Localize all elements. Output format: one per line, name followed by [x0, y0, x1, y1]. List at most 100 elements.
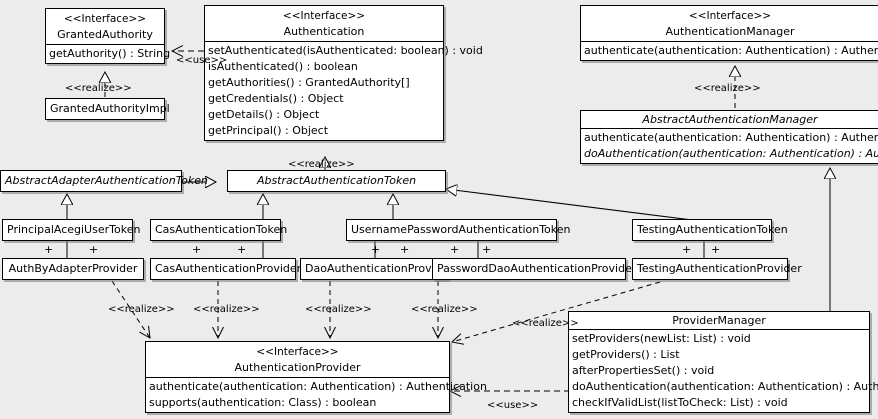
operation-row: authenticate(authentication: Authenticat…: [584, 131, 878, 144]
class-authentication[interactable]: <<Interface>> Authentication setAuthenti…: [204, 5, 483, 141]
stereotype-label: <<Interface>>: [63, 13, 147, 25]
operation-row: authenticate(authentication: Authenticat…: [149, 380, 487, 393]
label-realize-authbyadapterprovider: <<realize>>: [108, 304, 175, 315]
class-authentication-manager[interactable]: <<Interface>> AuthenticationManager auth…: [580, 5, 878, 61]
assoc-plus-marker: +: [450, 243, 460, 256]
class-header: CasAuthenticationProvider: [151, 259, 302, 279]
class-header: CasAuthenticationToken: [151, 220, 288, 240]
class-name-label: UsernamePasswordAuthenticationToken: [351, 223, 571, 236]
operation-row: afterPropertiesSet() : void: [572, 364, 715, 377]
operation-row: setAuthenticated(isAuthenticated: boolea…: [208, 44, 483, 57]
class-name-label: AbstractAuthenticationToken: [256, 174, 417, 187]
class-header: TestingAuthenticationProvider: [633, 259, 802, 279]
stereotype-label: <<Interface>>: [688, 10, 772, 22]
class-auth-by-adapter-provider[interactable]: AuthByAdapterProvider: [2, 258, 144, 280]
assoc-plus-marker: +: [400, 243, 410, 256]
class-header: UsernamePasswordAuthenticationToken: [347, 220, 571, 240]
class-granted-authority[interactable]: <<Interface>> GrantedAuthority getAuthor…: [45, 8, 170, 64]
class-name-label: DaoAuthenticationProvider: [305, 262, 453, 275]
class-name-label: PrincipalAcegiUserToken: [7, 223, 141, 236]
assoc-plus-marker: +: [237, 243, 247, 256]
class-name-label: AuthByAdapterProvider: [8, 262, 138, 275]
class-cas-authentication-token[interactable]: CasAuthenticationToken: [150, 219, 288, 241]
assoc-plus-marker: +: [371, 243, 381, 256]
label-realize-abstractauthenticationtoken: <<realize>>: [288, 159, 355, 170]
class-name-label: TestingAuthenticationProvider: [637, 262, 802, 275]
class-cas-authentication-provider[interactable]: CasAuthenticationProvider: [150, 258, 302, 280]
class-name-label: CasAuthenticationProvider: [155, 262, 302, 275]
operation-row: supports(authentication: Class) : boolea…: [149, 396, 377, 409]
class-password-dao-authentication-provider[interactable]: PasswordDaoAuthenticationProvider: [432, 258, 637, 280]
class-granted-authority-impl[interactable]: GrantedAuthorityImpl: [45, 98, 170, 120]
class-header: AbstractAuthenticationManager: [581, 111, 878, 128]
class-header: <<Interface>> AuthenticationProvider: [146, 342, 449, 377]
operations-compartment: setProviders(newList: List) : void getPr…: [569, 329, 878, 412]
operation-row: getAuthorities() : GrantedAuthority[]: [208, 76, 410, 89]
operation-row: getProviders() : List: [572, 348, 680, 361]
class-testing-authentication-token[interactable]: TestingAuthenticationToken: [632, 219, 788, 241]
class-header: PasswordDaoAuthenticationProvider: [433, 259, 637, 279]
operations-compartment: authenticate(authentication: Authenticat…: [581, 128, 878, 163]
operation-row: authenticate(authentication: Authenticat…: [584, 44, 878, 57]
operation-row: doAuthentication(authentication: Authent…: [584, 147, 878, 160]
operations-compartment: setAuthenticated(isAuthenticated: boolea…: [205, 41, 483, 140]
class-dao-authentication-provider[interactable]: DaoAuthenticationProvider: [300, 258, 453, 280]
class-principal-acegi-user-token[interactable]: PrincipalAcegiUserToken: [2, 219, 141, 241]
class-name-label: GrantedAuthority: [57, 28, 153, 41]
label-realize-grantedauthorityimpl: <<realize>>: [65, 83, 132, 94]
label-realize-daoauthenticationprovider: <<realize>>: [305, 304, 372, 315]
class-abstract-adapter-authentication-token[interactable]: AbstractAdapterAuthenticationToken: [0, 170, 208, 192]
class-header: AbstractAuthenticationToken: [228, 171, 445, 191]
operations-compartment: authenticate(authentication: Authenticat…: [581, 41, 878, 60]
class-header: TestingAuthenticationToken: [633, 220, 788, 240]
operation-row: getPrincipal() : Object: [208, 124, 329, 137]
class-username-password-authentication-token[interactable]: UsernamePasswordAuthenticationToken: [346, 219, 571, 241]
assoc-plus-marker: +: [89, 243, 99, 256]
class-header: DaoAuthenticationProvider: [301, 259, 453, 279]
label-use-providermanager-authenticationprovider: <<use>>: [487, 400, 539, 411]
class-name-label: CasAuthenticationToken: [155, 223, 288, 236]
label-use-authentication-grantedauthority: <<use>>: [176, 55, 228, 66]
class-header: <<Interface>> GrantedAuthority: [46, 9, 164, 44]
operation-row: checkIfValidList(listToCheck: List) : vo…: [572, 396, 788, 409]
class-name-label: PasswordDaoAuthenticationProvider: [437, 262, 637, 275]
label-realize-passworddaoauthenticationprovider: <<realize>>: [411, 304, 478, 315]
class-name-label: GrantedAuthorityImpl: [50, 102, 170, 115]
class-header: AuthByAdapterProvider: [3, 259, 143, 279]
class-name-label: AbstractAuthenticationManager: [642, 113, 818, 126]
operation-row: setProviders(newList: List) : void: [572, 332, 751, 345]
class-header: <<Interface>> Authentication: [205, 6, 443, 41]
line-generalize-testingauthenticationtoken: [446, 189, 701, 222]
class-name-label: AuthenticationManager: [665, 25, 795, 38]
operation-row: isAuthenticated() : boolean: [208, 60, 358, 73]
class-header: AbstractAdapterAuthenticationToken: [1, 171, 208, 191]
class-provider-manager[interactable]: ProviderManager setProviders(newList: Li…: [568, 311, 878, 413]
label-realize-testingauthenticationprovider: <<realize>>: [512, 318, 579, 329]
class-header: ProviderManager: [569, 312, 869, 329]
class-abstract-authentication-token[interactable]: AbstractAuthenticationToken: [227, 170, 446, 192]
class-header: PrincipalAcegiUserToken: [3, 220, 141, 240]
class-name-label: TestingAuthenticationToken: [637, 223, 788, 236]
class-name-label: AbstractAdapterAuthenticationToken: [5, 174, 208, 187]
assoc-plus-marker: +: [711, 243, 721, 256]
operations-compartment: getAuthority() : String: [46, 44, 170, 63]
operation-row: getCredentials() : Object: [208, 92, 344, 105]
class-header: <<Interface>> AuthenticationManager: [581, 6, 878, 41]
label-realize-abstractauthenticationmanager: <<realize>>: [694, 83, 761, 94]
class-name-label: ProviderManager: [672, 314, 766, 327]
class-authentication-provider[interactable]: <<Interface>> AuthenticationProvider aut…: [145, 341, 487, 413]
assoc-plus-marker: +: [44, 243, 54, 256]
assoc-plus-marker: +: [682, 243, 692, 256]
stereotype-label: <<Interface>>: [282, 10, 366, 22]
assoc-plus-marker: +: [192, 243, 202, 256]
operation-row: doAuthentication(authentication: Authent…: [572, 380, 878, 393]
class-testing-authentication-provider[interactable]: TestingAuthenticationProvider: [632, 258, 802, 280]
class-name-label: AuthenticationProvider: [234, 361, 361, 374]
label-realize-casauthenticationprovider: <<realize>>: [193, 304, 260, 315]
operation-row: getDetails() : Object: [208, 108, 320, 121]
class-abstract-authentication-manager[interactable]: AbstractAuthenticationManager authentica…: [580, 110, 878, 164]
class-header: GrantedAuthorityImpl: [46, 99, 170, 119]
assoc-plus-marker: +: [482, 243, 492, 256]
class-name-label: Authentication: [283, 25, 365, 38]
